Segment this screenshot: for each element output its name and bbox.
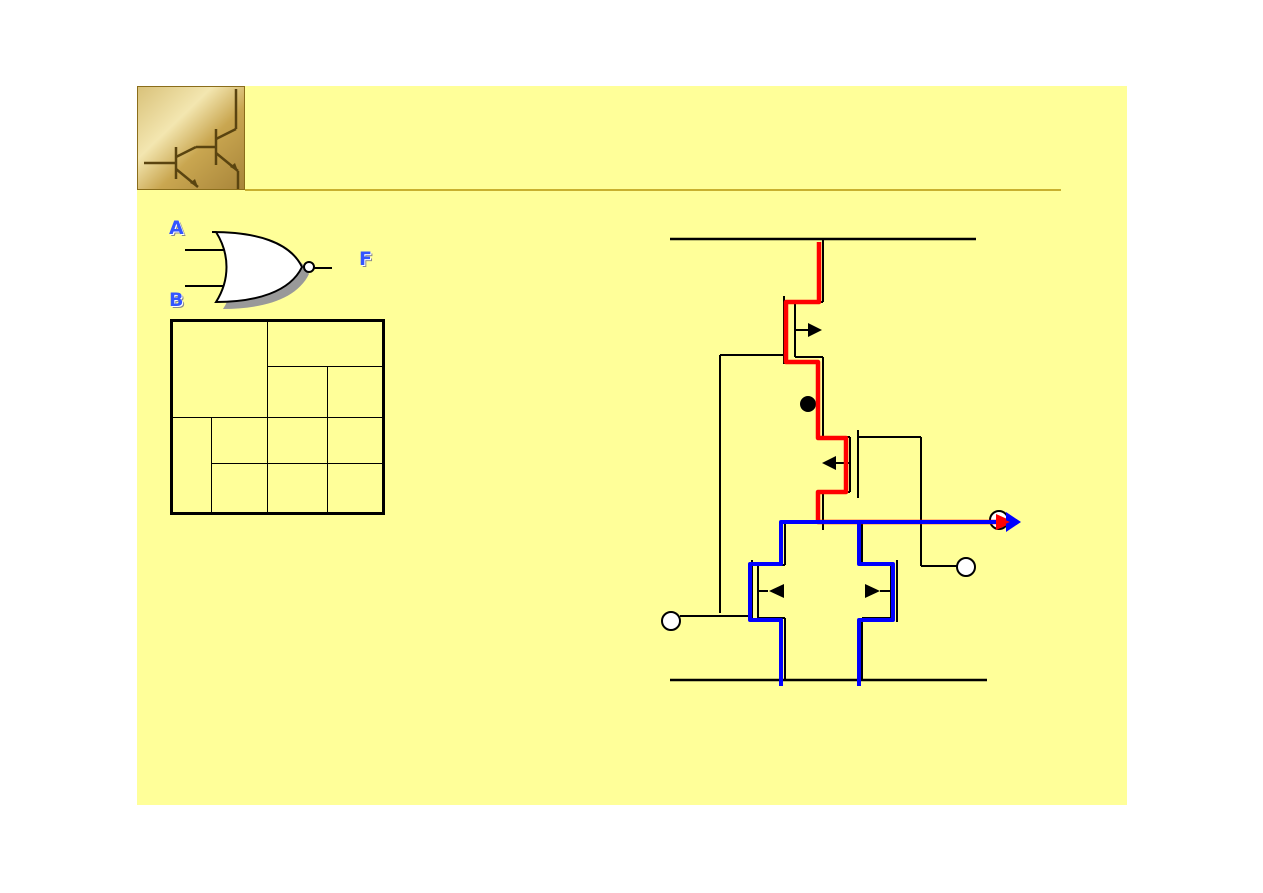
slide-background bbox=[137, 86, 1127, 805]
table-divider bbox=[211, 463, 382, 464]
truth-table bbox=[170, 319, 385, 515]
table-divider bbox=[211, 417, 212, 512]
input-a-terminal bbox=[661, 611, 681, 631]
title-underline bbox=[245, 189, 1061, 191]
logo bbox=[137, 86, 245, 190]
table-divider bbox=[327, 366, 328, 512]
nmos-current-path bbox=[748, 520, 1010, 686]
table-divider bbox=[173, 417, 382, 418]
input-b-terminal bbox=[956, 557, 976, 577]
output-arrow-icon bbox=[1006, 512, 1021, 532]
nor-gate-symbol bbox=[185, 231, 332, 309]
input-b-label: B bbox=[169, 289, 184, 311]
pmos-transistor-lower bbox=[822, 400, 958, 567]
pmos-current-path bbox=[783, 242, 1000, 525]
transistor-logo-icon bbox=[138, 87, 244, 189]
circuit-node bbox=[800, 396, 816, 412]
table-divider bbox=[267, 366, 382, 367]
pmos-transistor-upper bbox=[719, 240, 824, 613]
output-f-label: F bbox=[359, 248, 372, 270]
input-a-label: A bbox=[169, 217, 184, 239]
